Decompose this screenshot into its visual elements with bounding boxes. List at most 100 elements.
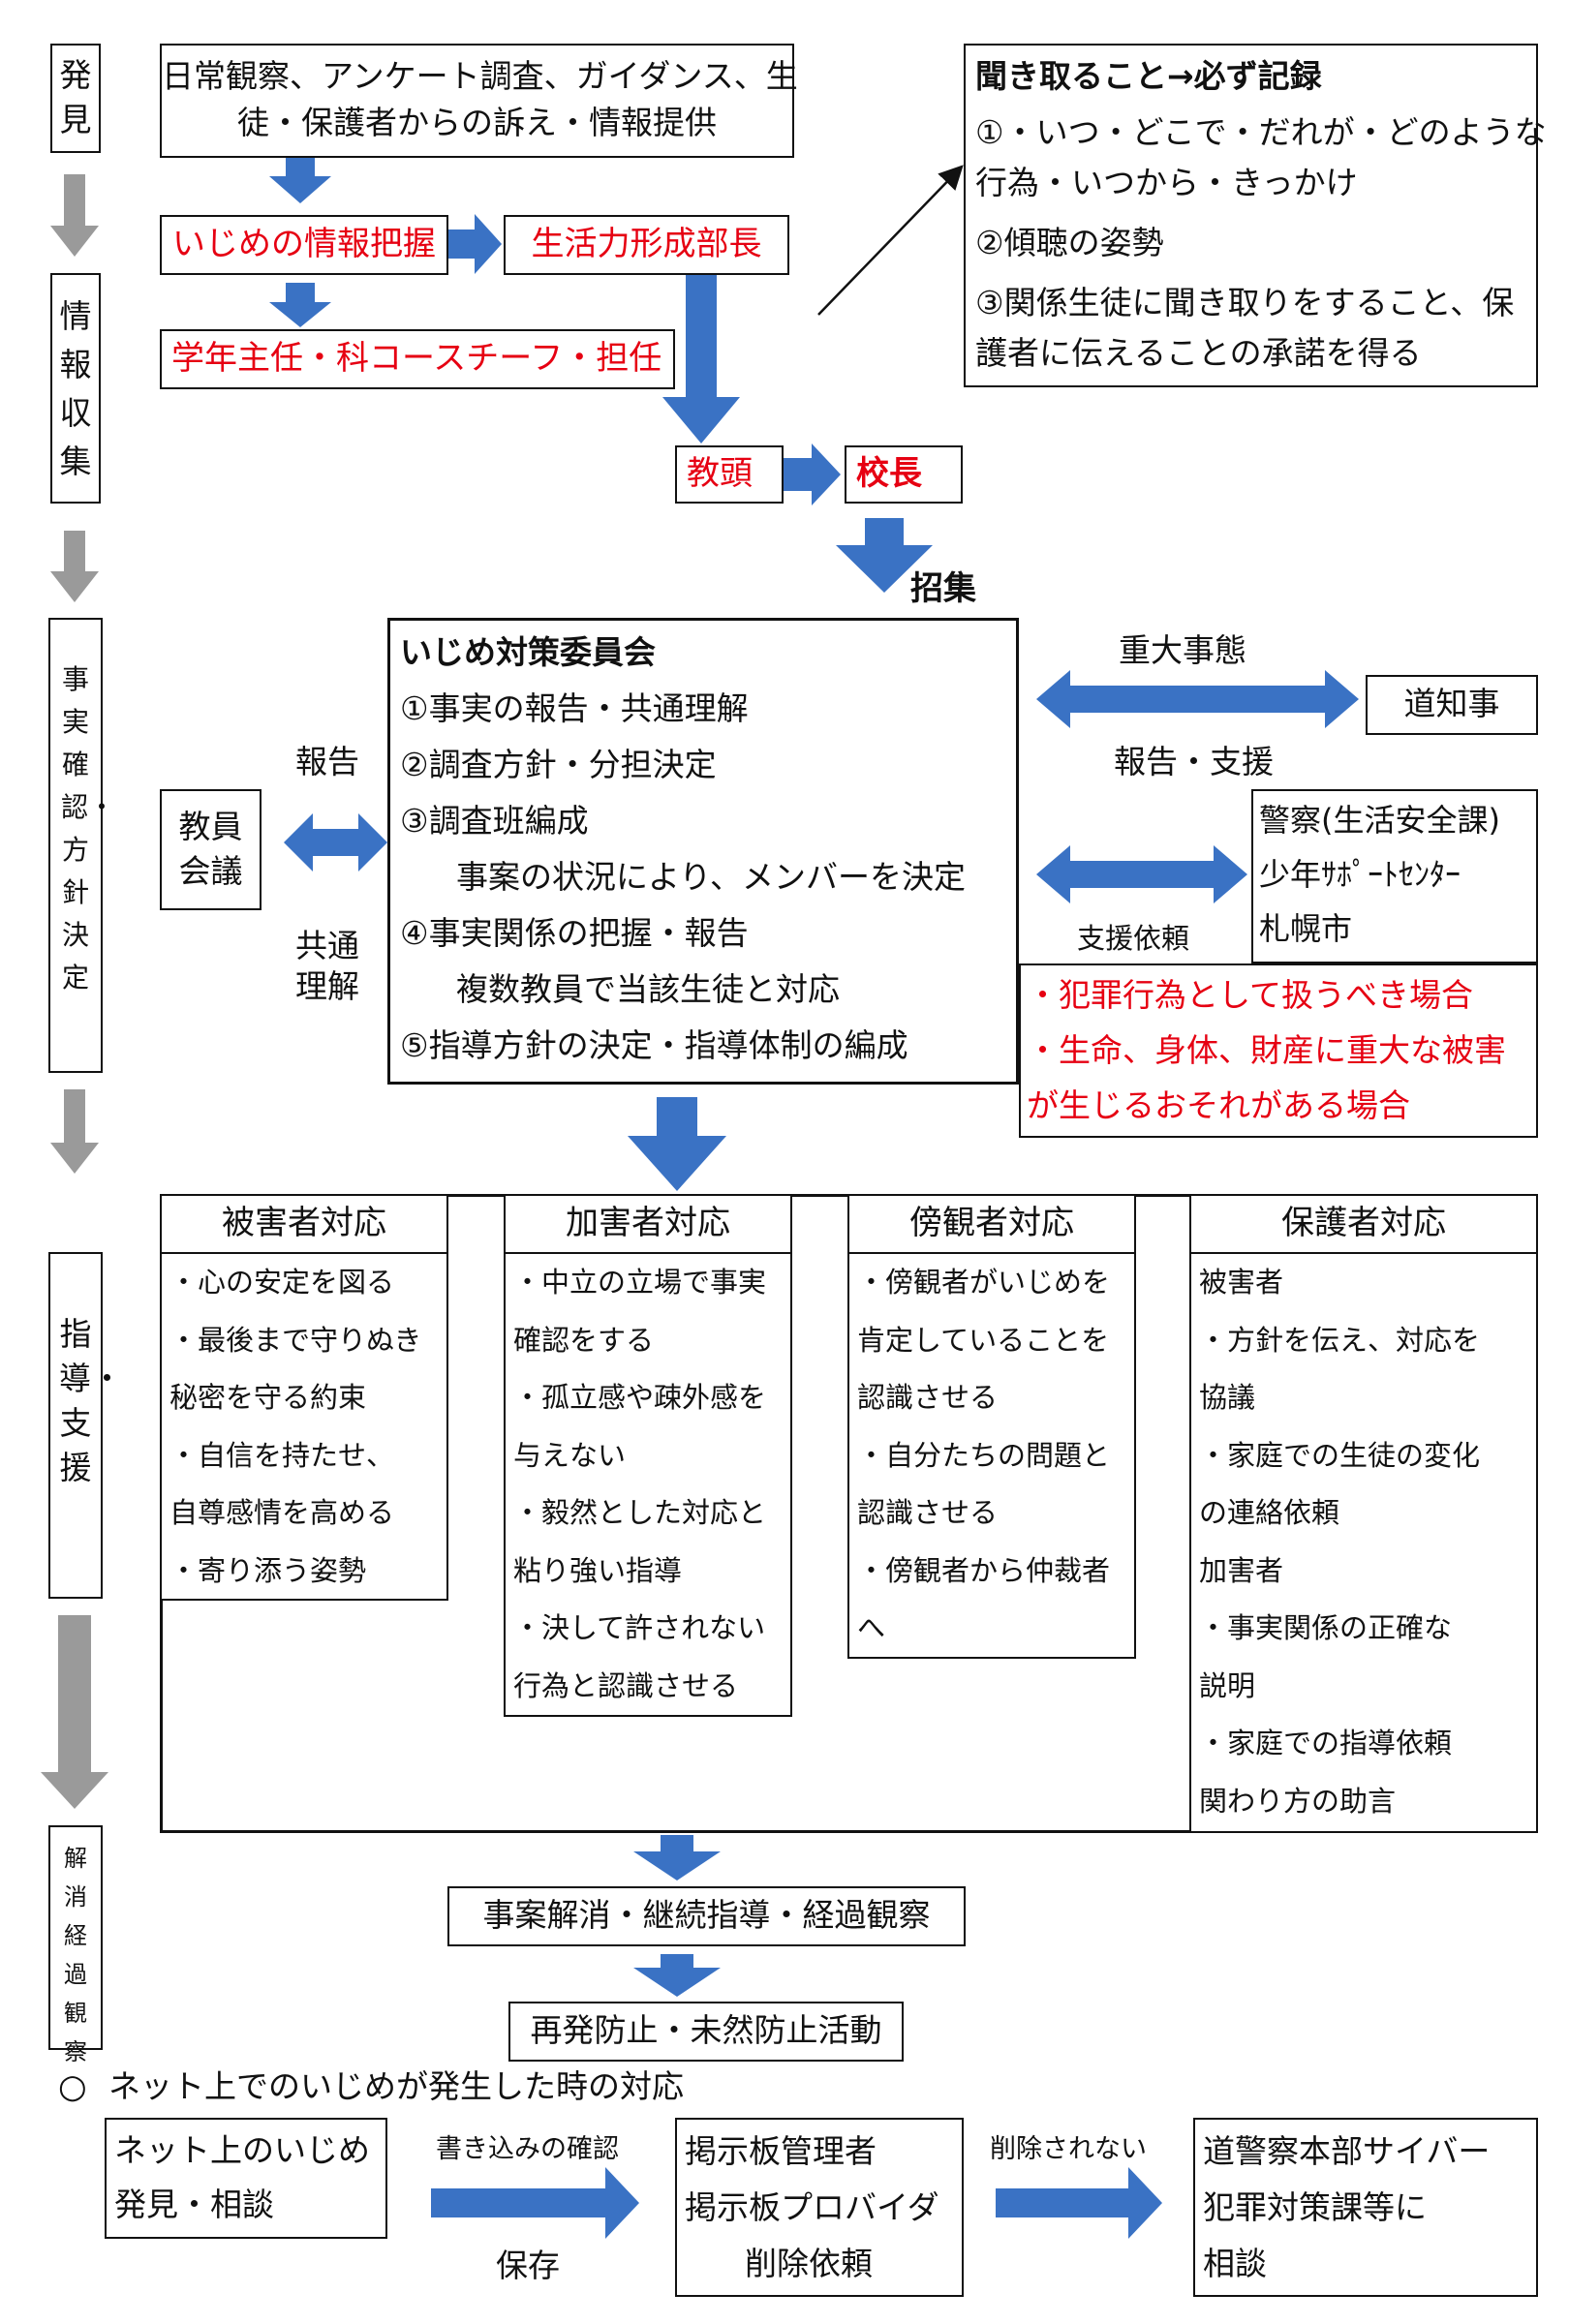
guardian-response-line: ・方針を伝え、対応を [1199, 1323, 1481, 1357]
offender-response-line: ・決して許されない [513, 1611, 766, 1644]
vice-principal-label: 教頭 [687, 454, 753, 493]
net-heading: ネット上でのいじめが発生した時の対応 [108, 2067, 684, 2105]
blue-down-arrow-resolve2 [633, 1954, 721, 1997]
offender-response-column: 加害者対応 ・中立の立場で事実確認をする・孤立感や疎外感を与えない・毅然とした対… [504, 1194, 792, 1717]
principal-box: 校長 [845, 445, 963, 504]
police-label: 警察(生活安全課) [1259, 802, 1500, 839]
guardian-response-line: ・事実関係の正確な [1199, 1611, 1453, 1644]
double-arrow-police [1036, 845, 1247, 903]
offender-response-line: 粘り強い指導 [513, 1553, 683, 1587]
blue-right-arrow-net1 [431, 2167, 639, 2239]
resolution-step-2-label: 再発防止・未然防止活動 [530, 2011, 882, 2049]
conditions-box: ・犯罪行為として扱うべき場合 ・生命、身体、財産に重大な被害 が生じるおそれがあ… [1019, 963, 1538, 1138]
offender-response-line: ・中立の立場で事実 [513, 1266, 767, 1299]
stage-info-gathering: 情報収集 [50, 273, 101, 504]
serious-situation-label: 重大事態 [1119, 631, 1246, 669]
net-box-3-line-2: 犯罪対策課等に [1203, 2188, 1427, 2226]
net-box-1: ネット上のいじめ 発見・相談 [105, 2118, 387, 2239]
net-box-3-line-3: 相談 [1203, 2245, 1267, 2282]
bystander-response-line: ・傍観者から仲裁者 [857, 1553, 1111, 1587]
blue-down-arrow-resolve1 [633, 1835, 721, 1881]
condition-2a: ・生命、身体、財産に重大な被害 [1027, 1031, 1506, 1069]
discovery-line-2: 徒・保護者からの訴え・情報提供 [237, 104, 717, 141]
committee-item-3: ③調査班編成 [400, 802, 589, 840]
listening-title: 聞き取ること→必ず記録 [975, 57, 1322, 95]
offender-response-line: 行為と認識させる [513, 1668, 739, 1702]
teachers-box: 学年主任・科コースチーフ・担任 [160, 329, 675, 389]
guardian-response-line: 協議 [1199, 1381, 1256, 1414]
victim-response-line: ・心の安定を図る [169, 1266, 395, 1299]
teachers-label: 学年主任・科コースチーフ・担任 [171, 339, 662, 378]
net-bullet-icon: ○ [58, 2067, 87, 2106]
offender-response-line: 与えない [513, 1438, 627, 1472]
stage-info-gathering-label: 情報収集 [59, 297, 92, 480]
vice-principal-box: 教頭 [675, 445, 784, 504]
report-support-label: 報告・支援 [1114, 743, 1274, 780]
victim-response-line: ・寄り添う姿勢 [169, 1553, 367, 1587]
committee-item-5: ⑤指導方針の決定・指導体制の編成 [400, 1026, 908, 1064]
committee-item-4: ④事実関係の把握・報告 [400, 914, 749, 952]
guardian-response-line: 説明 [1199, 1668, 1256, 1702]
listening-box: 聞き取ること→必ず記録 ①・いつ・どこで・だれが・どのような 行為・いつから・き… [964, 44, 1547, 387]
listening-item-2: ②傾聴の姿勢 [975, 224, 1164, 261]
net-box-3: 道警察本部サイバー 犯罪対策課等に 相談 [1193, 2118, 1538, 2297]
net-box-2: 掲示板管理者 掲示板プロバイダ 削除依頼 [675, 2118, 964, 2297]
guardian-response-line: ・家庭での指導依頼 [1199, 1727, 1453, 1759]
resolution-step-1: 事案解消・継続指導・経過観察 [447, 1886, 966, 1946]
blue-down-arrow-responses [628, 1097, 726, 1191]
listening-pointer-arrow [817, 165, 964, 316]
net-box-2-line-1: 掲示板管理者 [685, 2132, 877, 2170]
bystander-response-line: ・自分たちの問題と [857, 1438, 1111, 1472]
gray-down-arrow-3 [50, 1089, 99, 1174]
net-box-1-line-2: 発見・相談 [114, 2186, 274, 2223]
victim-response-line: 秘密を守る約束 [169, 1381, 367, 1414]
condition-1: ・犯罪行為として扱うべき場合 [1027, 976, 1474, 1014]
division-head-label: 生活力形成部長 [531, 225, 762, 263]
staff-shared-label-a: 共通 [295, 927, 359, 964]
youth-center-label: 少年ｻﾎﾟｰﾄｾﾝﾀｰ [1259, 856, 1461, 893]
net-save-label: 保存 [496, 2247, 560, 2284]
discovery-box: 日常観察、アンケート調査、ガイダンス、生 徒・保護者からの訴え・情報提供 [160, 44, 798, 158]
net-not-deleted-label: 削除されない [990, 2134, 1147, 2164]
net-confirm-label: 書き込みの確認 [436, 2134, 619, 2164]
discovery-line-1: 日常観察、アンケート調査、ガイダンス、生 [162, 57, 798, 95]
gray-down-arrow-1 [50, 174, 99, 257]
net-box-2-line-2: 掲示板プロバイダ [685, 2188, 939, 2226]
committee-box: いじめ対策委員会 ①事実の報告・共通理解 ②調査方針・分担決定 ③調査班編成 事… [387, 618, 1019, 1085]
victim-response-line: ・最後まで守りぬき [169, 1323, 422, 1357]
stage-discovery: 発見 [50, 44, 101, 153]
offender-response-line: ・毅然とした対応と [513, 1496, 767, 1529]
net-box-3-line-1: 道警察本部サイバー [1203, 2132, 1491, 2170]
committee-title: いじめ対策委員会 [400, 633, 656, 671]
victim-response-line: ・自信を持たせ、 [169, 1438, 395, 1472]
bystander-response-line: 認識させる [857, 1381, 999, 1414]
stage-resolution-label: 解消経過観察 [64, 1845, 87, 2065]
listening-item-3b: 護者に伝えることの承諾を得る [975, 334, 1422, 372]
offender-response-lines: ・中立の立場で事実確認をする・孤立感や疎外感を与えない・毅然とした対応と粘り強い… [513, 1254, 766, 1715]
offender-response-line: ・孤立感や疎外感を [513, 1381, 767, 1414]
guardian-response-lines: 被害者・方針を伝え、対応を協議・家庭での生徒の変化の連絡依頼加害者・事実関係の正… [1199, 1254, 1480, 1830]
police-box: 警察(生活安全課) 少年ｻﾎﾟｰﾄｾﾝﾀｰ 札幌市 [1251, 789, 1538, 963]
offender-response-line: 確認をする [513, 1323, 655, 1357]
blue-down-arrow-vice [662, 271, 740, 443]
governor-box: 道知事 [1366, 675, 1538, 735]
blue-right-arrow-net2 [996, 2167, 1162, 2239]
stage-guidance: 指導・支援 [48, 1252, 123, 1599]
offender-response-head: 加害者対応 [506, 1196, 790, 1254]
guardian-response-line: 加害者 [1199, 1553, 1284, 1587]
info-grasp-box: いじめの情報把握 [160, 215, 448, 275]
support-request-label: 支援依頼 [1077, 922, 1190, 955]
bystander-response-line: 肯定していることを [857, 1323, 1110, 1357]
gray-down-arrow-4 [41, 1615, 108, 1809]
resolution-step-2: 再発防止・未然防止活動 [508, 2002, 904, 2062]
staff-meeting-line-1: 教員 [178, 808, 243, 845]
committee-item-1: ①事実の報告・共通理解 [400, 689, 749, 727]
guardian-response-line: 被害者 [1199, 1266, 1284, 1299]
guardian-response-head: 保護者対応 [1191, 1196, 1536, 1254]
victim-response-column: 被害者対応 ・心の安定を図る・最後まで守りぬき秘密を守る約束・自信を持たせ、自尊… [160, 1194, 448, 1601]
blue-right-arrow-head [446, 214, 502, 274]
listening-item-1a: ①・いつ・どこで・だれが・どのような [975, 113, 1547, 151]
net-box-2-line-3: 削除依頼 [745, 2245, 873, 2282]
staff-meeting-line-2: 会議 [178, 852, 243, 890]
city-label: 札幌市 [1259, 910, 1353, 947]
